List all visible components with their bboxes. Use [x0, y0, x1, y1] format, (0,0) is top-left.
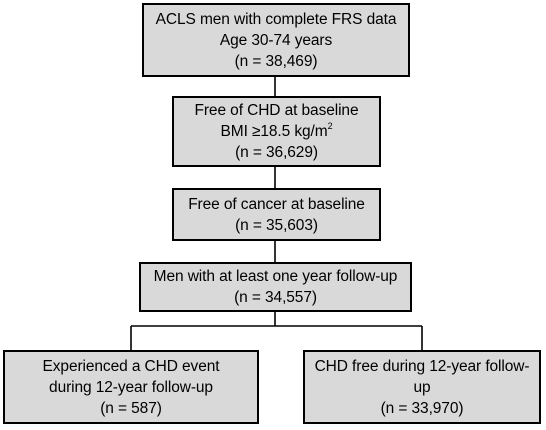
node-acls-men-line-1: ACLS men with complete FRS data: [155, 10, 397, 28]
node-chd-event-line-1: Experienced a CHD event: [42, 357, 220, 375]
node-chd-event-line-3: (n = 587): [100, 399, 162, 417]
node-follow-up: Men with at least one year follow-up (n …: [139, 262, 412, 312]
node-free-of-chd-superscript: 2: [327, 120, 333, 131]
node-chd-free-line-2: up: [413, 378, 431, 396]
node-follow-up-line-2: (n = 34,557): [234, 289, 317, 306]
node-free-of-chd-line-3: (n = 36,629): [235, 144, 318, 161]
node-chd-free-line-1: CHD free during 12-year follow-: [314, 357, 530, 375]
node-chd-free: CHD free during 12-year follow- up (n = …: [303, 350, 541, 424]
node-chd-event-line-2: during 12-year follow-up: [49, 378, 213, 396]
node-free-of-chd-line-2: BMI ≥18.5 kg/m2: [221, 121, 333, 142]
node-chd-event: Experienced a CHD event during 12-year f…: [3, 350, 259, 424]
node-free-of-chd: Free of CHD at baseline BMI ≥18.5 kg/m2 …: [172, 96, 381, 167]
node-free-of-chd-bmi-text: BMI ≥18.5 kg/m: [220, 123, 328, 140]
node-free-of-cancer: Free of cancer at baseline (n = 35,603): [172, 188, 381, 241]
node-free-of-cancer-line-1: Free of cancer at baseline: [188, 195, 365, 213]
node-acls-men-line-2: Age 30-74 years: [219, 31, 333, 49]
node-follow-up-line-1: Men with at least one year follow-up: [153, 268, 398, 285]
node-free-of-chd-line-1: Free of CHD at baseline: [194, 102, 359, 119]
node-free-of-cancer-line-2: (n = 35,603): [235, 216, 318, 234]
node-acls-men: ACLS men with complete FRS data Age 30-7…: [142, 3, 410, 77]
node-chd-free-line-3: (n = 33,970): [380, 399, 464, 417]
node-acls-men-line-3: (n = 38,469): [234, 52, 318, 70]
